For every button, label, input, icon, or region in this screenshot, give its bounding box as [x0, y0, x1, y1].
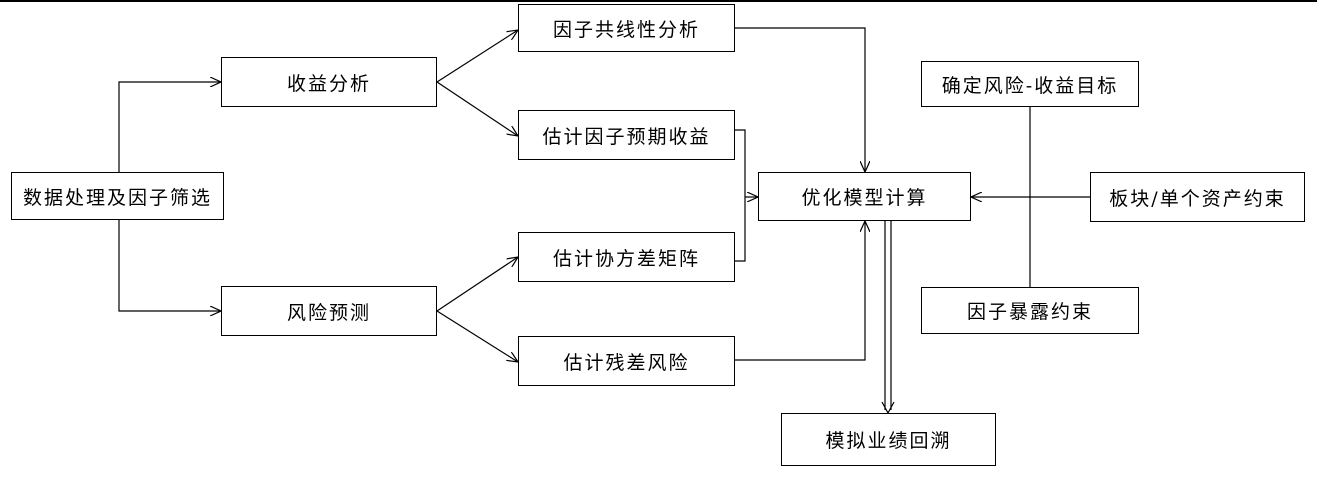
edge-return-to-collinearity [436, 30, 518, 83]
edge-data-to-return [118, 82, 221, 172]
edge-risk-to-covariance [436, 257, 518, 312]
node-return-analysis: 收益分析 [221, 57, 437, 107]
top-rule [0, 0, 1317, 2]
edge-collinearity-to-opt [735, 27, 865, 172]
node-factor-exposure-constraint: 因子暴露约束 [921, 287, 1139, 334]
node-expected-factor-return: 估计因子预期收益 [518, 110, 735, 160]
node-risk-forecast: 风险预测 [221, 286, 437, 336]
edge-opt-to-backtest-head [881, 401, 895, 415]
edge-data-to-risk [118, 220, 221, 311]
node-data-processing: 数据处理及因子筛选 [11, 172, 224, 220]
node-residual-risk: 估计残差风险 [518, 336, 735, 386]
node-risk-return-target: 确定风险-收益目标 [921, 61, 1139, 107]
node-sector-asset-constraint: 板块/单个资产约束 [1090, 172, 1305, 222]
edge-expected-bracket [735, 129, 746, 262]
node-factor-collinearity: 因子共线性分析 [518, 4, 735, 52]
node-covariance-matrix: 估计协方差矩阵 [518, 232, 735, 282]
node-optimization: 优化模型计算 [758, 172, 971, 221]
edge-return-to-expected [436, 81, 518, 136]
edge-risk-to-residual [436, 310, 518, 362]
edge-residual-to-opt [735, 221, 865, 361]
node-backtest: 模拟业绩回溯 [781, 413, 996, 466]
